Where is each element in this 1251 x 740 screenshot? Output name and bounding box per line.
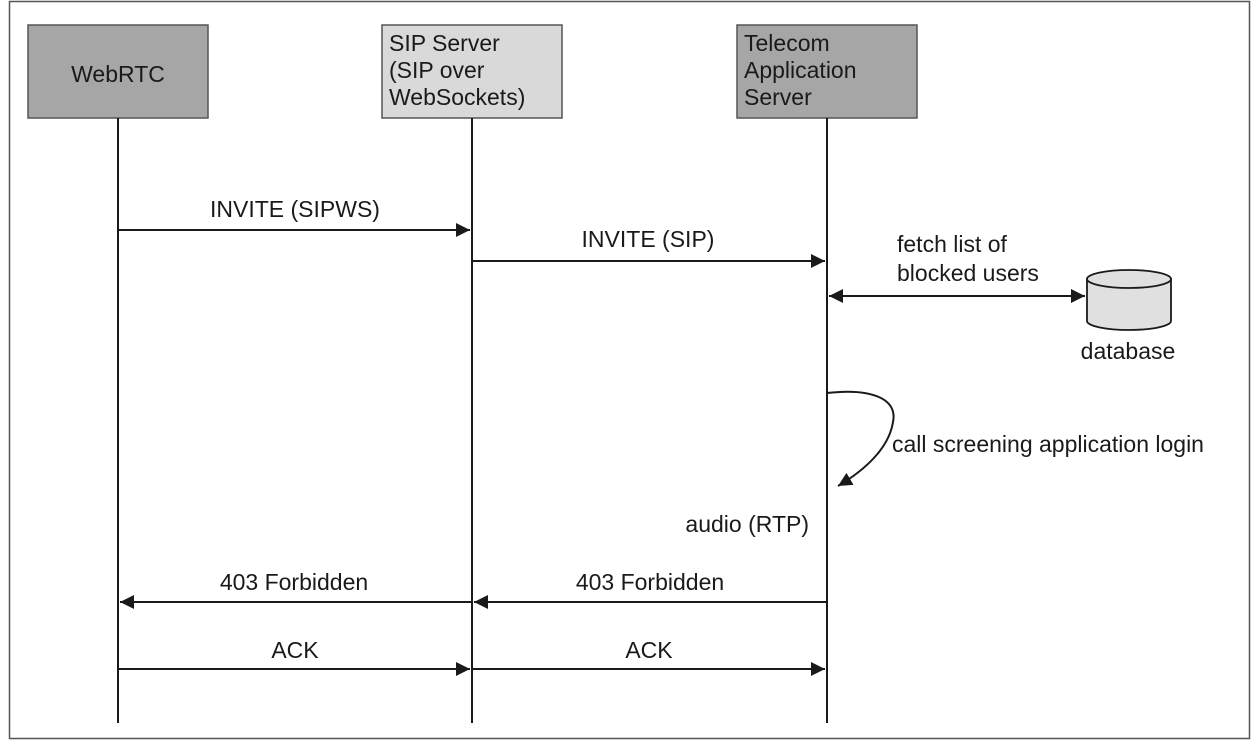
message-forbidden-1-label: 403 Forbidden <box>220 569 368 595</box>
message-invite-sipws-label: INVITE (SIPWS) <box>210 196 380 222</box>
participant-box-telecom-server <box>736 24 918 119</box>
participant-box-sip-server <box>381 24 563 119</box>
participant-label-telecom-line-3: Server <box>744 84 812 110</box>
message-forbidden-2-label: 403 Forbidden <box>576 569 724 595</box>
participant-webrtc: WebRTC <box>27 24 209 119</box>
participant-label-sip-server-line-3: WebSockets) <box>389 84 525 110</box>
participant-label-sip-server-line-1: SIP Server <box>389 30 500 56</box>
message-invite-sip-label: INVITE (SIP) <box>582 226 715 252</box>
self-call-label: call screening application login <box>892 431 1204 457</box>
database-icon <box>1086 269 1172 331</box>
participant-label-telecom-line-1: Telecom <box>744 30 830 56</box>
audio-rtp-label: audio (RTP) <box>685 511 809 537</box>
participant-sip-server: SIP Server (SIP over WebSockets) <box>381 24 563 119</box>
participant-label-telecom-line-2: Application <box>744 57 857 83</box>
message-ack-2-label: ACK <box>625 637 673 663</box>
participant-telecom-server: Telecom Application Server <box>736 24 918 119</box>
participant-label-sip-server-line-2: (SIP over <box>389 57 485 83</box>
participant-box-webrtc <box>27 24 209 119</box>
self-call-arrow <box>826 390 895 487</box>
database-query-label-line-1: fetch list of <box>897 231 1008 257</box>
participant-label-webrtc: WebRTC <box>71 61 165 87</box>
database-query-label-line-2: blocked users <box>897 260 1039 286</box>
database-label: database <box>1081 338 1176 364</box>
message-ack-1-label: ACK <box>271 637 319 663</box>
diagram-frame <box>8 0 1251 740</box>
